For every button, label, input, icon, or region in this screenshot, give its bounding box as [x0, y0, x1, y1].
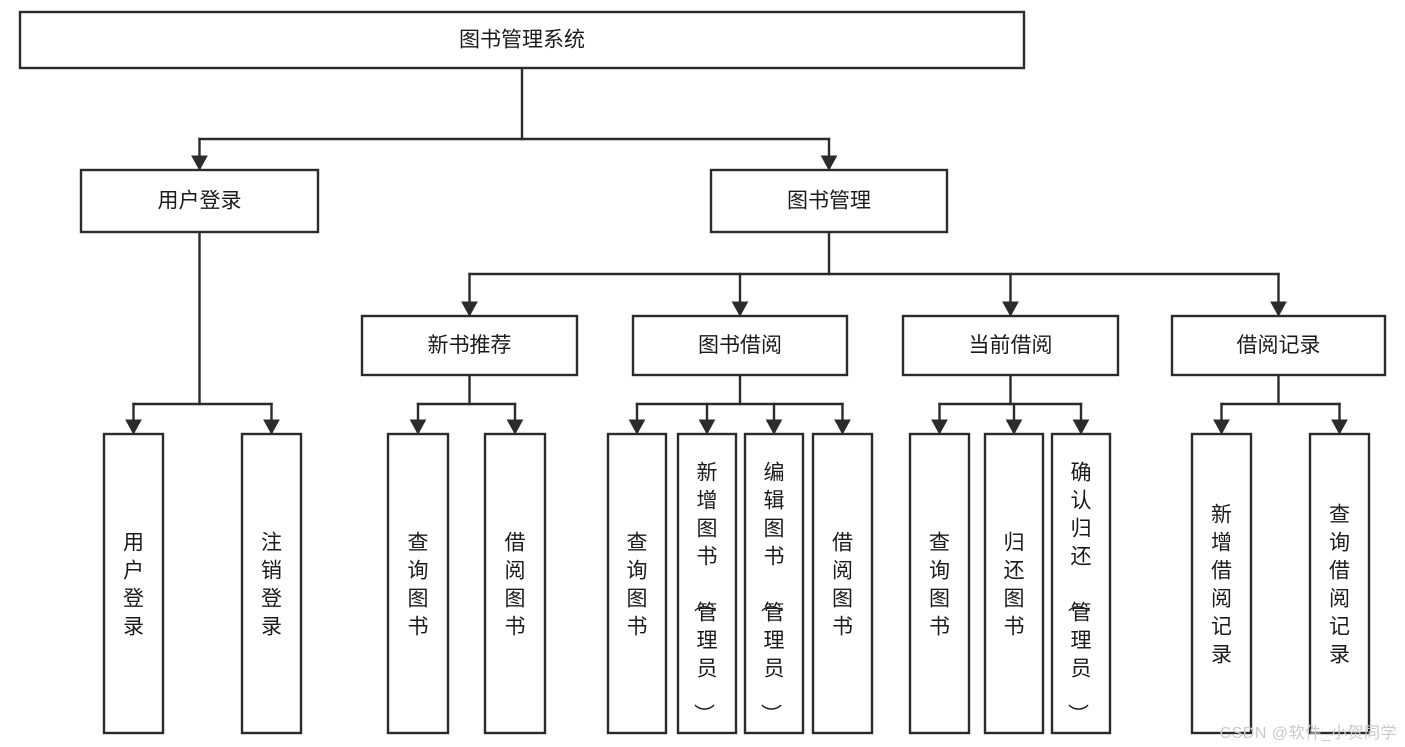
node-leaf4[interactable]: 借阅图书	[483, 432, 547, 735]
node-label-leaf9: 查询图书	[929, 531, 950, 638]
node-leaf5[interactable]: 查询图书	[606, 432, 668, 735]
node-label-leaf8: 借阅图书	[832, 531, 853, 638]
node-current[interactable]: 当前借阅	[901, 314, 1120, 377]
node-leaf9[interactable]: 查询图书	[908, 432, 971, 735]
node-record[interactable]: 借阅记录	[1170, 314, 1387, 377]
node-box-borrow[interactable]	[631, 314, 849, 377]
node-leaf6[interactable]: 新增图书（管理员）	[676, 432, 738, 735]
node-newbook[interactable]: 新书推荐	[360, 314, 579, 377]
node-box-bookmgmt[interactable]	[709, 168, 949, 234]
node-box-current[interactable]	[901, 314, 1120, 377]
node-label-newbook: 新书推荐	[428, 334, 512, 357]
node-leaf13[interactable]: 查询借阅记录	[1308, 432, 1371, 735]
node-label-leaf10: 归还图书	[1004, 531, 1025, 638]
node-login[interactable]: 用户登录	[79, 168, 320, 234]
csdn-watermark: CSDN @软件_小贺同学	[1219, 725, 1397, 742]
node-label-leaf3: 查询图书	[408, 531, 429, 638]
node-box-leaf6[interactable]	[676, 432, 738, 735]
node-leaf2[interactable]: 注销登录	[240, 432, 303, 735]
node-box-leaf3[interactable]	[386, 432, 450, 735]
node-root[interactable]: 图书管理系统	[18, 10, 1026, 70]
node-label-leaf12: 新增借阅记录	[1211, 503, 1232, 666]
node-leaf3[interactable]: 查询图书	[386, 432, 450, 735]
node-leaf11[interactable]: 确认归还（管理员）	[1050, 432, 1112, 735]
edge-group-borrow	[628, 373, 851, 435]
node-box-leaf5[interactable]	[606, 432, 668, 735]
node-label-leaf6: 新增图书（管理员）	[692, 461, 718, 724]
edge-group-root	[191, 66, 838, 171]
node-box-leaf11[interactable]	[1050, 432, 1112, 735]
node-label-login: 用户登录	[158, 190, 242, 213]
node-box-leaf1[interactable]	[102, 432, 165, 735]
node-label-current: 当前借阅	[969, 334, 1053, 357]
node-box-leaf12[interactable]	[1190, 432, 1253, 735]
node-label-bookmgmt: 图书管理	[787, 190, 871, 213]
node-label-leaf11: 确认归还（管理员）	[1066, 461, 1092, 724]
edge-group-login	[125, 230, 280, 435]
edge-group-record	[1213, 373, 1348, 435]
node-label-leaf7: 编辑图书（管理员）	[759, 461, 785, 724]
node-box-leaf4[interactable]	[483, 432, 547, 735]
edge-group-newbook	[409, 373, 524, 435]
node-box-leaf13[interactable]	[1308, 432, 1371, 735]
node-borrow[interactable]: 图书借阅	[631, 314, 849, 377]
node-leaf10[interactable]: 归还图书	[983, 432, 1045, 735]
node-label-leaf4: 借阅图书	[505, 531, 526, 638]
node-box-login[interactable]	[79, 168, 320, 234]
node-label-leaf1: 用户登录	[123, 531, 144, 638]
edges-layer	[125, 66, 1348, 435]
edge-group-bookmgmt	[461, 230, 1287, 317]
node-label-record: 借阅记录	[1237, 334, 1321, 357]
node-leaf7[interactable]: 编辑图书（管理员）	[743, 432, 805, 735]
node-bookmgmt[interactable]: 图书管理	[709, 168, 949, 234]
node-leaf1[interactable]: 用户登录	[102, 432, 165, 735]
nodes-layer: 图书管理系统用户登录图书管理新书推荐图书借阅当前借阅借阅记录用户登录注销登录查询…	[18, 10, 1387, 735]
node-box-leaf8[interactable]	[811, 432, 874, 735]
node-label-leaf5: 查询图书	[627, 531, 648, 638]
node-box-leaf10[interactable]	[983, 432, 1045, 735]
node-box-leaf7[interactable]	[743, 432, 805, 735]
node-box-record[interactable]	[1170, 314, 1387, 377]
node-box-newbook[interactable]	[360, 314, 579, 377]
node-box-leaf2[interactable]	[240, 432, 303, 735]
node-label-leaf13: 查询借阅记录	[1329, 503, 1350, 666]
node-label-leaf2: 注销登录	[261, 531, 282, 638]
node-leaf12[interactable]: 新增借阅记录	[1190, 432, 1253, 735]
node-label-root: 图书管理系统	[459, 29, 585, 52]
node-box-leaf9[interactable]	[908, 432, 971, 735]
node-label-borrow: 图书借阅	[698, 334, 782, 357]
node-box-root[interactable]	[18, 10, 1026, 70]
edge-group-current	[931, 373, 1090, 435]
node-leaf8[interactable]: 借阅图书	[811, 432, 874, 735]
